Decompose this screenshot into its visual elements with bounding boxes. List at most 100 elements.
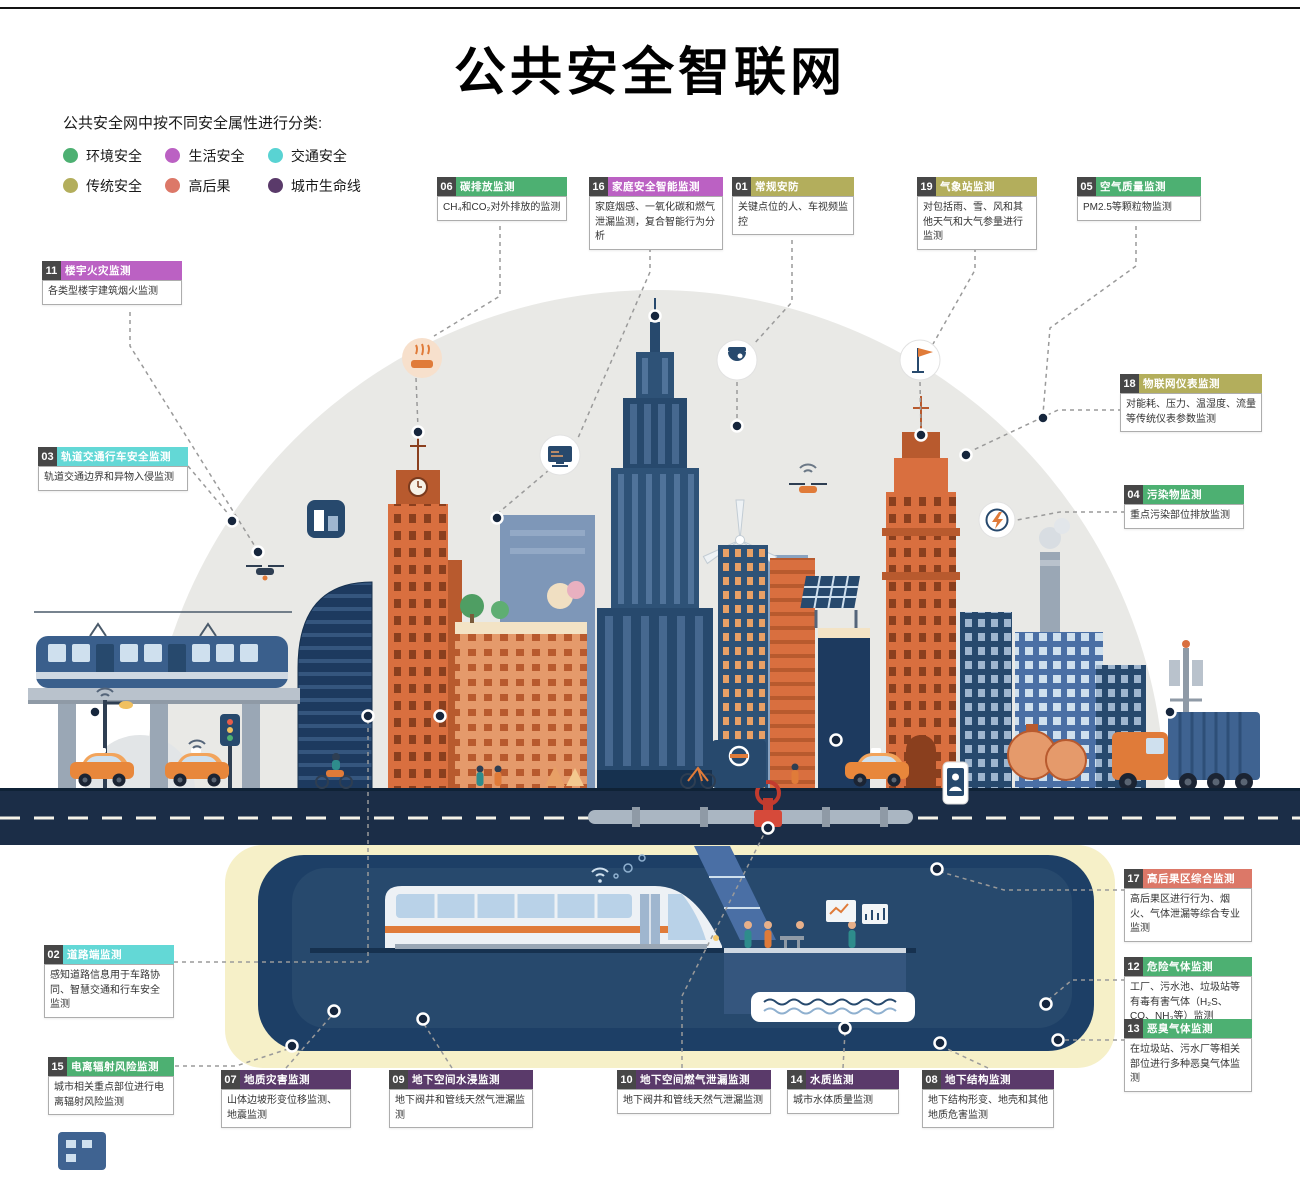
- top-divider: [0, 7, 1300, 9]
- legend-label: 传统安全: [86, 178, 142, 194]
- callout-desc: 各类型楼宇建筑烟火监测: [42, 280, 182, 305]
- traffic-color-dot: [267, 148, 283, 163]
- callout-title: 家庭安全智能监测: [608, 177, 723, 196]
- legend-label: 高后果: [188, 178, 231, 194]
- gas-stove-icon: [402, 338, 442, 378]
- callout-desc: 地下阀井和管线天然气泄漏监测: [389, 1089, 533, 1128]
- callout-desc: 重点污染部位排放监测: [1124, 504, 1244, 529]
- legend-item-trad: 传统安全: [63, 176, 161, 196]
- legend-row-1: 环境安全 生活安全 交通安全: [63, 146, 366, 176]
- legend-label: 生活安全: [188, 148, 245, 164]
- taxis: [70, 739, 909, 787]
- trad-color-dot: [63, 178, 78, 193]
- callout-number: 09: [389, 1070, 408, 1089]
- callout-desc: 高后果区进行行为、烟火、气体泄漏等综合专业监测: [1124, 888, 1252, 942]
- callout-desc: 关键点位的人、车视频监控: [732, 196, 854, 235]
- callout-number: 17: [1124, 869, 1143, 888]
- callout-desc: 地下结构形变、地壳和其他地质危害监测: [922, 1089, 1054, 1128]
- callout-number: 15: [48, 1057, 67, 1076]
- callout-title: 轨道交通行车安全监测: [57, 447, 188, 466]
- legend-item-life: 生活安全: [165, 146, 263, 166]
- callout-desc: 轨道交通边界和异物入侵监测: [38, 466, 188, 491]
- power-alert-icon: [978, 501, 1016, 539]
- callout-number: 08: [922, 1070, 941, 1089]
- rounded-navy-building: [297, 581, 373, 791]
- commercial-block: [455, 581, 587, 790]
- gas-pipeline: [588, 780, 913, 827]
- street-lamp: [96, 687, 133, 790]
- callout-desc: 对能耗、压力、温湿度、流量等传统仪表参数监测: [1120, 393, 1262, 432]
- legend-row-2: 传统安全 高后果 城市生命线: [63, 176, 366, 206]
- central-skyscraper: [597, 298, 713, 790]
- legend-label: 环境安全: [86, 148, 142, 164]
- industrial-cluster: [960, 518, 1146, 790]
- callout-title: 物联网仪表监测: [1139, 374, 1262, 393]
- sensor-nodes: [88, 309, 1177, 1053]
- cctv-camera-icon: [716, 339, 758, 381]
- callout-number: 16: [589, 177, 608, 196]
- callout-number: 03: [38, 447, 57, 466]
- callout-number: 07: [221, 1070, 240, 1089]
- monitor-icon: [539, 434, 581, 476]
- callout-title: 高后果区综合监测: [1143, 869, 1252, 888]
- metro-entrance: [712, 740, 766, 788]
- intro-text: 公共安全网中按不同安全属性进行分类:: [63, 115, 323, 132]
- legend-label: 城市生命线: [290, 178, 361, 194]
- callout-title: 常规安防: [751, 177, 854, 196]
- callout-desc: CH₄和CO₂对外排放的监测: [437, 196, 567, 221]
- callout-number: 01: [732, 177, 751, 196]
- high-color-dot: [165, 178, 181, 193]
- clock-tower: [388, 434, 462, 790]
- callout-desc: 地下阀井和管线天然气泄漏监测: [617, 1089, 771, 1114]
- drone-left-icon: [246, 565, 284, 581]
- callout-desc: 在垃圾站、污水厂等相关部位进行多种恶臭气体监测: [1124, 1038, 1252, 1092]
- legend-label: 交通安全: [290, 148, 347, 164]
- callout-title: 空气质量监测: [1096, 177, 1201, 196]
- page-title: 公共安全智联网: [453, 44, 846, 102]
- wind-vane-icon: [899, 339, 941, 381]
- callout-number: 04: [1124, 485, 1143, 504]
- callout-title: 水质监测: [806, 1070, 899, 1089]
- motorbike: [315, 753, 353, 789]
- callout-number: 02: [44, 945, 63, 964]
- callout-title: 碳排放监测: [456, 177, 567, 196]
- callout-desc: 对包括雨、雪、风和其他天气和大气参量进行监测: [917, 196, 1037, 250]
- elevated-train: [28, 611, 300, 790]
- building-sign-icon: [307, 500, 345, 538]
- callout-number: 05: [1077, 177, 1096, 196]
- container-truck: [1112, 712, 1260, 791]
- legend-item-high: 高后果: [165, 176, 263, 196]
- callout-title: 污染物监测: [1143, 485, 1244, 504]
- phone-kiosk-icon: [942, 761, 969, 805]
- callout-number: 19: [917, 177, 936, 196]
- callout-title: 地下空间水浸监测: [408, 1070, 533, 1089]
- callout-title: 恶臭气体监测: [1143, 1019, 1252, 1038]
- callout-title: 地质灾害监测: [240, 1070, 351, 1089]
- callout-number: 14: [787, 1070, 806, 1089]
- underground-metro: [258, 846, 1094, 1051]
- legend: 环境安全 生活安全 交通安全 传统安全 高后果 城市生命线: [63, 146, 366, 206]
- legend-item-lifeline: 城市生命线: [267, 176, 366, 196]
- drone-right-icon: [789, 463, 827, 493]
- callout-number: 18: [1120, 374, 1139, 393]
- legend-item-traffic: 交通安全: [267, 146, 366, 166]
